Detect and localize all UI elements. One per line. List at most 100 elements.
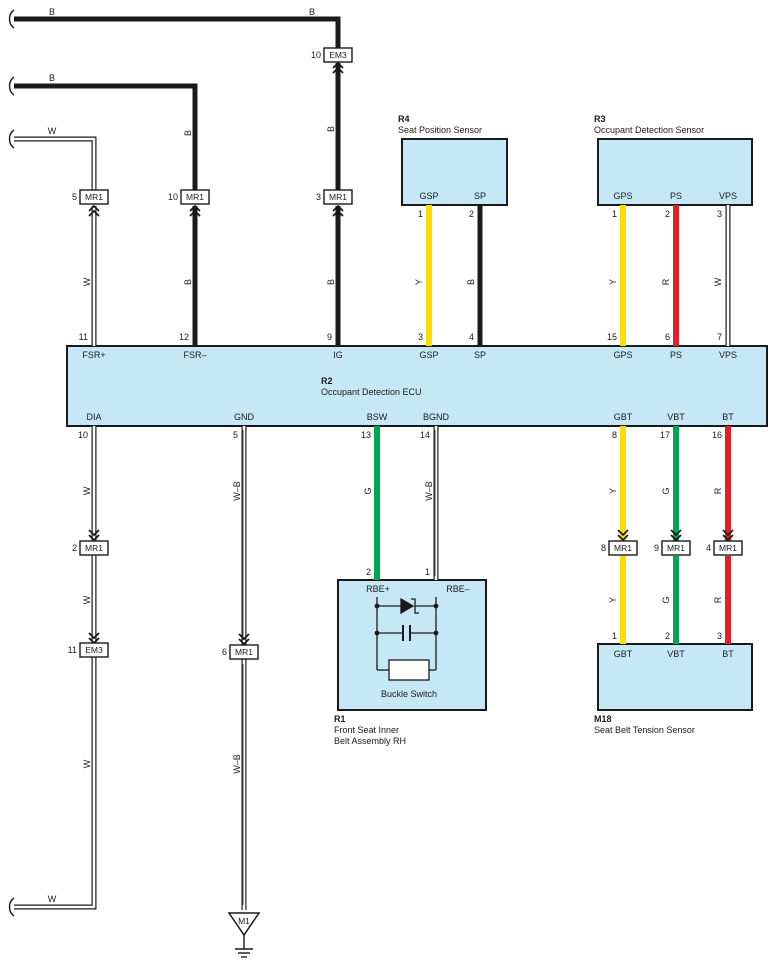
svg-text:1: 1	[612, 631, 617, 641]
svg-text:3: 3	[717, 209, 722, 219]
yellow-wires	[426, 205, 626, 644]
svg-text:MR1: MR1	[235, 647, 253, 657]
svg-text:12: 12	[179, 332, 189, 342]
svg-text:G: G	[661, 487, 671, 494]
svg-text:GSP: GSP	[419, 191, 438, 201]
svg-text:BGND: BGND	[423, 412, 450, 422]
svg-text:Occupant Detection Sensor: Occupant Detection Sensor	[594, 125, 704, 135]
svg-text:9: 9	[654, 543, 659, 553]
svg-text:MR1: MR1	[667, 543, 685, 553]
ground-m1: M1	[227, 912, 261, 958]
white-wires	[14, 136, 731, 910]
svg-text:4: 4	[706, 543, 711, 553]
svg-text:B: B	[326, 126, 336, 132]
svg-text:BT: BT	[722, 412, 734, 422]
r4-seat-position-sensor: R4 Seat Position Sensor GSP SP 1 2	[398, 114, 486, 219]
svg-text:MR1: MR1	[85, 543, 103, 553]
svg-text:W–B: W–B	[424, 481, 434, 501]
svg-text:R3: R3	[594, 114, 606, 124]
svg-text:14: 14	[420, 430, 430, 440]
svg-text:11: 11	[79, 332, 88, 342]
r1-box	[337, 579, 487, 711]
wire-break-symbols	[8, 9, 15, 917]
svg-text:W: W	[82, 759, 92, 768]
svg-text:6: 6	[222, 647, 227, 657]
svg-text:GND: GND	[234, 412, 255, 422]
svg-text:3: 3	[316, 192, 321, 202]
svg-text:5: 5	[233, 430, 238, 440]
svg-text:SP: SP	[474, 191, 486, 201]
svg-text:2: 2	[469, 209, 474, 219]
svg-text:W–B: W–B	[232, 481, 242, 501]
svg-text:9: 9	[327, 332, 332, 342]
svg-text:PS: PS	[670, 191, 682, 201]
svg-text:FSR–: FSR–	[183, 350, 206, 360]
svg-text:MR1: MR1	[85, 192, 103, 202]
svg-text:1: 1	[418, 209, 423, 219]
svg-text:VPS: VPS	[719, 191, 737, 201]
svg-text:MR1: MR1	[186, 192, 204, 202]
r4-box	[401, 138, 508, 206]
svg-text:DIA: DIA	[86, 412, 101, 422]
svg-text:B: B	[49, 7, 55, 17]
svg-text:7: 7	[717, 332, 722, 342]
svg-text:2: 2	[665, 209, 670, 219]
svg-text:GSP: GSP	[419, 350, 438, 360]
wire-tags-vertical: B B W B B Y B Y R W W W–B G W–B Y G R W …	[82, 126, 723, 774]
black-wires	[14, 16, 483, 346]
svg-text:Occupant Detection ECU: Occupant Detection ECU	[321, 387, 422, 397]
svg-text:W: W	[82, 277, 92, 286]
svg-text:VPS: VPS	[719, 350, 737, 360]
r3-box	[597, 138, 753, 206]
red-wires	[673, 205, 731, 644]
svg-text:17: 17	[660, 430, 670, 440]
svg-text:Seat Position Sensor: Seat Position Sensor	[398, 125, 482, 135]
svg-text:16: 16	[712, 430, 722, 440]
svg-text:2: 2	[72, 543, 77, 553]
svg-text:8: 8	[601, 543, 606, 553]
svg-text:BSW: BSW	[367, 412, 388, 422]
svg-text:IG: IG	[333, 350, 343, 360]
svg-text:EM3: EM3	[85, 645, 103, 655]
svg-text:5: 5	[72, 192, 77, 202]
r2-occupant-detection-ecu: R2 Occupant Detection ECU 11 12 9 3 4 15…	[78, 332, 737, 440]
svg-text:MR1: MR1	[614, 543, 632, 553]
svg-text:W: W	[82, 486, 92, 495]
buckle-switch-label: Buckle Switch	[381, 689, 437, 699]
svg-text:Belt Assembly RH: Belt Assembly RH	[334, 736, 406, 746]
svg-text:4: 4	[469, 332, 474, 342]
svg-text:10: 10	[311, 50, 321, 60]
svg-text:B: B	[309, 7, 315, 17]
svg-text:BT: BT	[722, 649, 734, 659]
svg-text:G: G	[363, 487, 373, 494]
svg-text:GBT: GBT	[614, 412, 633, 422]
svg-text:R: R	[713, 596, 723, 603]
svg-text:RBE+: RBE+	[366, 584, 390, 594]
svg-text:3: 3	[418, 332, 423, 342]
connector-boxes	[79, 47, 743, 660]
svg-text:B: B	[183, 130, 193, 136]
svg-text:1: 1	[425, 567, 430, 577]
svg-text:W: W	[48, 894, 57, 904]
svg-text:2: 2	[366, 567, 371, 577]
svg-text:10: 10	[168, 192, 178, 202]
svg-text:M18: M18	[594, 714, 612, 724]
svg-text:VBT: VBT	[667, 649, 685, 659]
svg-text:W: W	[713, 277, 723, 286]
svg-text:8: 8	[612, 430, 617, 440]
m1-label: M1	[238, 916, 250, 926]
r3-occupant-detection-sensor: R3 Occupant Detection Sensor GPS PS VPS …	[594, 114, 737, 219]
svg-text:R: R	[713, 487, 723, 494]
svg-text:Y: Y	[608, 279, 618, 285]
svg-text:R: R	[661, 278, 671, 285]
connector-labels: EM3 MR1 MR1 MR1 MR1 EM3 MR1 MR1 MR1 MR1	[85, 50, 737, 657]
svg-text:GPS: GPS	[613, 191, 632, 201]
r1-front-seat-inner-belt: 2 1 RBE+ RBE– Buckle Switch R1 Front	[334, 567, 470, 746]
svg-text:R1: R1	[334, 714, 346, 724]
svg-text:B: B	[326, 279, 336, 285]
svg-text:Seat Belt Tension Sensor: Seat Belt Tension Sensor	[594, 725, 695, 735]
svg-text:Y: Y	[608, 597, 618, 603]
svg-text:MR1: MR1	[719, 543, 737, 553]
m18-seat-belt-tension-sensor: 1 2 3 GBT VBT BT M18 Seat Belt Tension S…	[594, 631, 734, 735]
